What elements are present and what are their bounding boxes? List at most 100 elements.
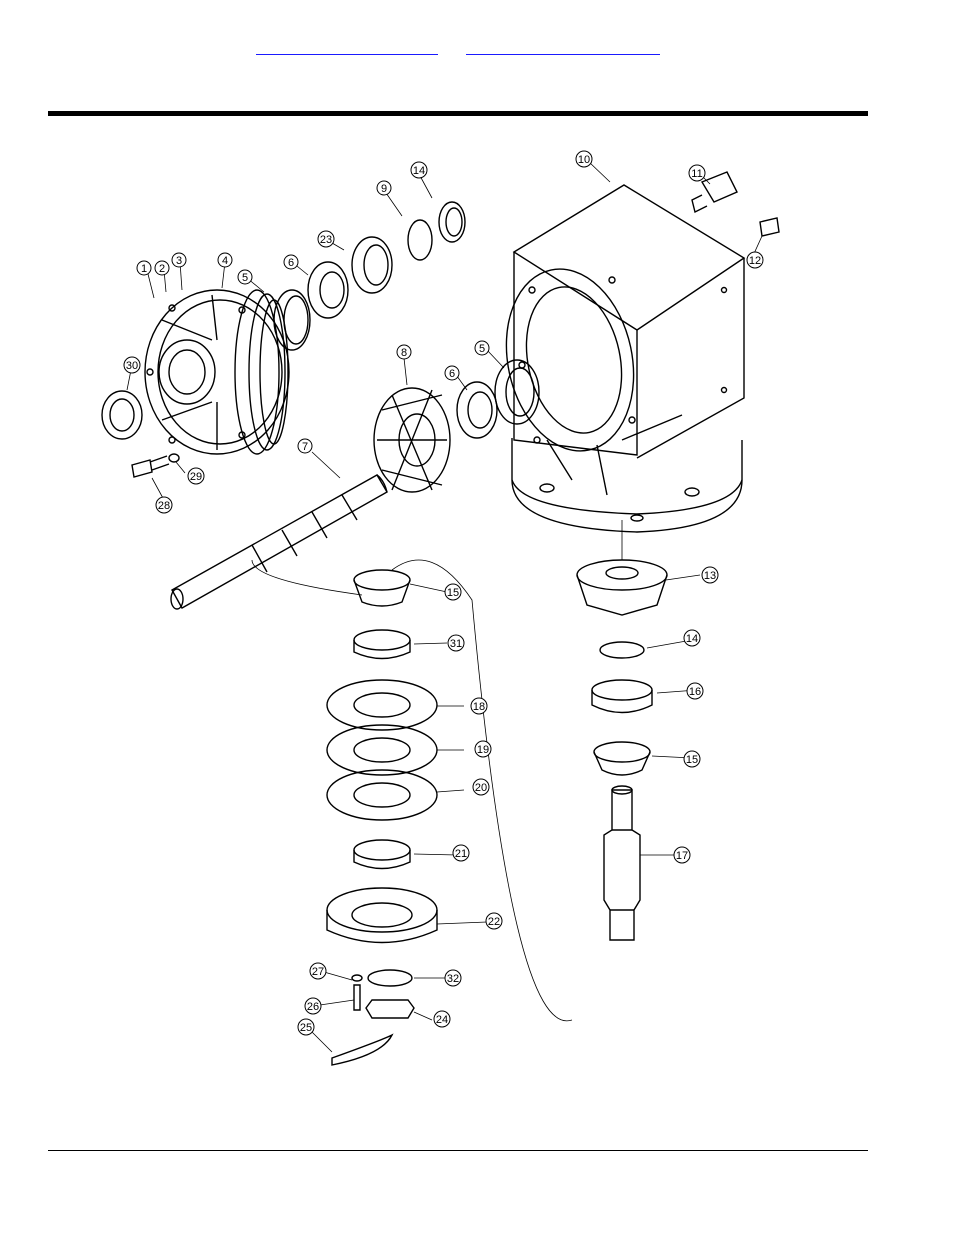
callout-16: 16: [686, 682, 704, 700]
svg-text:22: 22: [488, 916, 500, 928]
callouts: 1 2 3 4 5 6 23 9 14 10 11 12 30 29 28 7 …: [123, 150, 764, 1036]
washer-32: [367, 969, 413, 987]
shim-14: [438, 201, 466, 243]
callout-30: 30: [123, 356, 141, 374]
callout-32: 32: [444, 969, 462, 987]
svg-text:5: 5: [242, 272, 248, 284]
svg-text:6: 6: [288, 257, 294, 269]
callout-25: 25: [297, 1018, 315, 1036]
svg-text:4: 4: [222, 255, 228, 267]
svg-text:17: 17: [676, 850, 688, 862]
cotter-pin-25: [331, 1033, 394, 1066]
svg-text:27: 27: [312, 966, 324, 978]
callout-1: 1: [136, 260, 152, 276]
callout-26: 26: [304, 997, 322, 1015]
svg-text:30: 30: [126, 360, 138, 372]
callout-18: 18: [470, 697, 488, 715]
svg-text:8: 8: [401, 347, 407, 359]
svg-text:12: 12: [749, 255, 761, 267]
cone-6b: [456, 381, 498, 439]
cup-5: [273, 289, 311, 351]
callout-23: 23: [317, 230, 335, 248]
svg-text:6: 6: [449, 368, 455, 380]
cone-15: [353, 579, 411, 607]
gearbox-housing: [505, 184, 746, 533]
shim-14b: [599, 641, 645, 659]
bolt-28: [131, 459, 153, 478]
exploded-parts-diagram: 1 2 3 4 5 6 23 9 14 10 11 12 30 29 28 7 …: [92, 140, 792, 1075]
callout-3: 3: [171, 252, 187, 268]
svg-text:25: 25: [300, 1022, 312, 1034]
header-link-2[interactable]: [466, 40, 660, 55]
callout-6: 6: [283, 254, 299, 270]
callout-10: 10: [575, 150, 593, 168]
svg-text:28: 28: [158, 500, 170, 512]
svg-text:2: 2: [159, 263, 165, 275]
cone-6: [307, 261, 349, 319]
fitting-26: [353, 984, 361, 1011]
callout-5: 5: [237, 269, 253, 285]
header-rule: [48, 111, 868, 116]
svg-text:15: 15: [686, 754, 698, 766]
bevel-gear-8: [373, 387, 451, 493]
svg-text:16: 16: [689, 686, 701, 698]
callout-27: 27: [309, 962, 327, 980]
svg-text:19: 19: [477, 744, 489, 756]
snap-ring-9: [407, 219, 433, 261]
svg-text:32: 32: [447, 973, 459, 985]
cup-31: [353, 640, 411, 660]
header-link-1[interactable]: [256, 40, 438, 55]
callout-29: 29: [187, 467, 205, 485]
svg-text:15: 15: [447, 587, 459, 599]
footer-rule: [48, 1150, 868, 1151]
bevel-gear-13: [576, 559, 668, 616]
cup-16: [591, 690, 653, 714]
callout-2: 2: [154, 260, 170, 276]
callout-15: 15: [444, 583, 462, 601]
callout-9: 9: [376, 180, 392, 196]
svg-text:14: 14: [413, 165, 425, 177]
plug-12: [759, 217, 780, 237]
cone-15b: [593, 751, 651, 776]
svg-text:21: 21: [455, 848, 467, 860]
shim-20: [326, 769, 438, 821]
svg-text:7: 7: [302, 441, 308, 453]
svg-text:14: 14: [686, 633, 698, 645]
svg-text:1: 1: [141, 263, 147, 275]
callout-14b: 14: [683, 629, 701, 647]
callout-17: 17: [673, 846, 691, 864]
shim-18: [326, 679, 438, 731]
callout-14: 14: [410, 161, 428, 179]
washer-29: [168, 453, 180, 463]
callout-28: 28: [155, 496, 173, 514]
callout-5b: 5: [474, 340, 490, 356]
svg-text:9: 9: [381, 183, 387, 195]
callout-4: 4: [217, 252, 233, 268]
svg-text:13: 13: [704, 570, 716, 582]
callout-20: 20: [472, 778, 490, 796]
shim-19: [326, 724, 438, 776]
svg-text:26: 26: [307, 1001, 319, 1013]
svg-text:11: 11: [691, 168, 702, 180]
seal-30: [101, 390, 143, 440]
callout-11: 11: [688, 164, 706, 182]
svg-text:31: 31: [450, 638, 462, 650]
callout-31: 31: [447, 634, 465, 652]
cup-5b: [494, 359, 540, 425]
svg-text:10: 10: [578, 154, 590, 166]
callout-6b: 6: [444, 365, 460, 381]
svg-text:20: 20: [475, 782, 487, 794]
callout-12: 12: [746, 251, 764, 269]
bearing-23: [351, 236, 393, 294]
breather-11: [700, 171, 738, 203]
callout-24: 24: [433, 1010, 451, 1028]
nut-24: [365, 999, 415, 1019]
callout-21: 21: [452, 844, 470, 862]
gearbox-exploded-view: 1 2 3 4 5 6 23 9 14 10 11 12 30 29 28 7 …: [101, 150, 780, 1066]
input-housing-cover: [144, 289, 290, 455]
callout-22: 22: [485, 912, 503, 930]
callout-7: 7: [297, 438, 313, 454]
svg-text:5: 5: [479, 343, 485, 355]
svg-text:24: 24: [436, 1014, 448, 1026]
callout-8: 8: [396, 344, 412, 360]
